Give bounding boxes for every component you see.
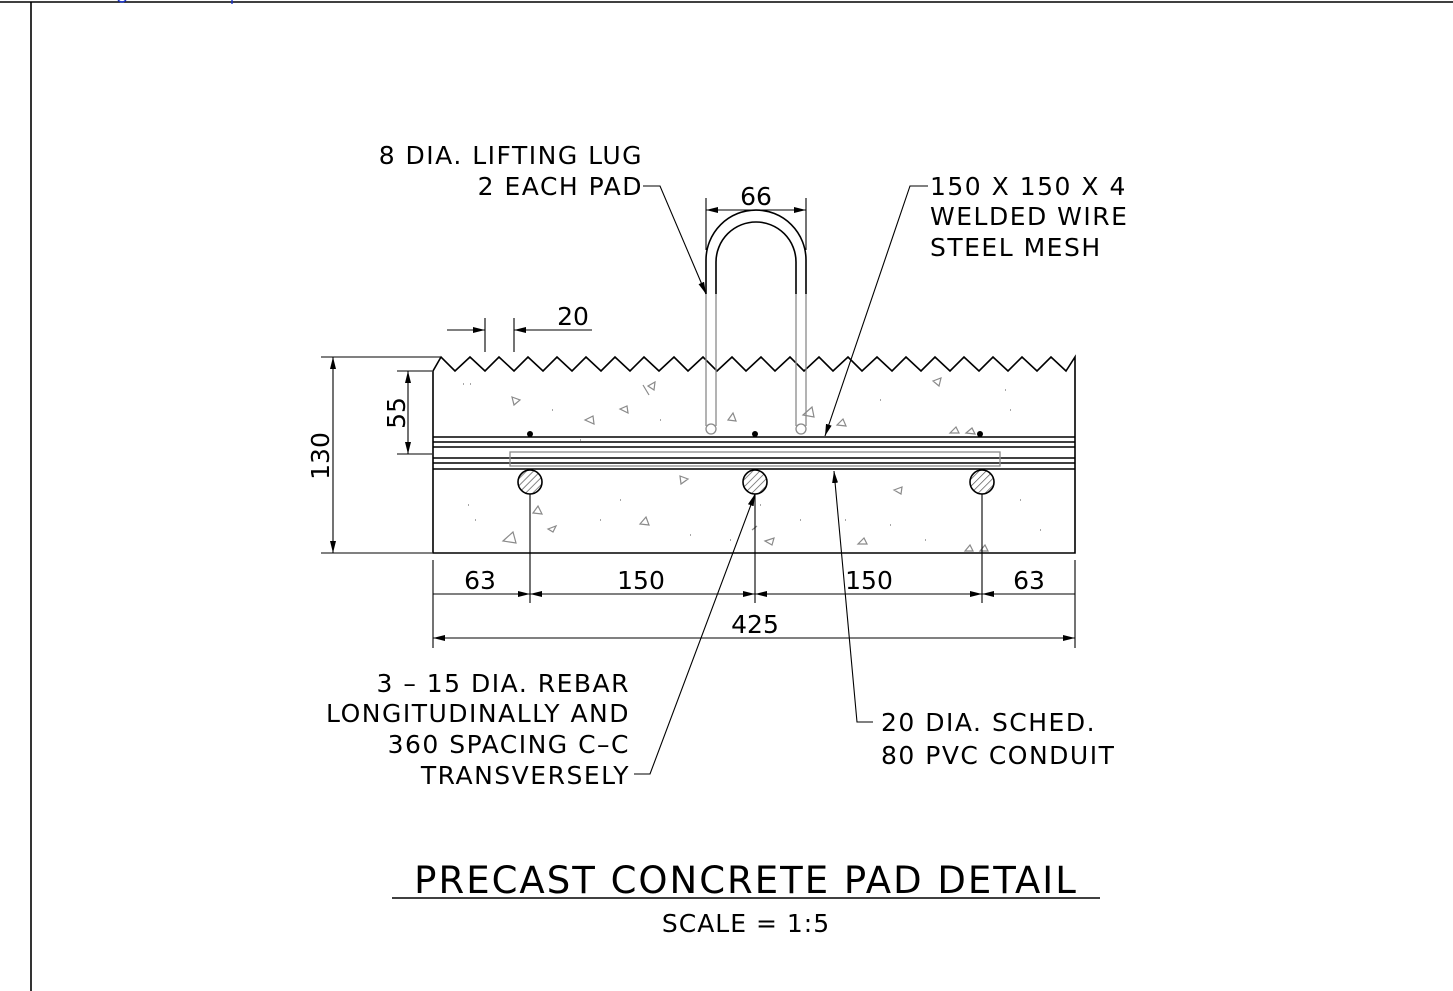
callout-line: 80 PVC CONDUIT [881, 741, 1115, 770]
lifting-lug [705, 209, 807, 435]
dimension-lug-width: 66 [705, 182, 807, 250]
callout-line: STEEL MESH [930, 233, 1102, 262]
callout-line: WELDED WIRE [930, 202, 1128, 231]
dimension-cover-depth: 55 [382, 370, 432, 455]
dimension-value: 425 [731, 610, 779, 639]
callout-lifting-lug: 8 DIA. LIFTING LUG 2 EACH PAD [379, 141, 643, 201]
dimension-value: 66 [740, 182, 772, 211]
callout-line: 20 DIA. SCHED. [881, 708, 1096, 737]
callout-line: LONGITUDINALLY AND [326, 699, 630, 728]
leader-lines [634, 185, 928, 775]
aggregate-pattern [463, 377, 1041, 552]
callout-rebar: 3 – 15 DIA. REBAR LONGITUDINALLY AND 360… [326, 669, 630, 790]
dimension-value: 150 [617, 566, 665, 595]
dimension-value: 63 [464, 566, 496, 595]
rebar-bars [517, 469, 995, 495]
dimension-bar-spacing-chain: 63 150 150 63 [432, 494, 1076, 648]
dimension-overall-width: 425 [433, 610, 1075, 641]
dimension-value: 130 [306, 432, 335, 480]
mesh-wires [527, 431, 983, 437]
concrete-pad-section [432, 209, 1076, 554]
title-block: PRECAST CONCRETE PAD DETAIL SCALE = 1:5 [392, 859, 1100, 938]
drawing-scale: SCALE = 1:5 [662, 909, 830, 938]
drawing-title: PRECAST CONCRETE PAD DETAIL [414, 859, 1078, 902]
callout-line: 3 – 15 DIA. REBAR [376, 669, 630, 698]
dimension-overall-depth: 130 [306, 356, 440, 554]
callout-line: 150 X 150 X 4 [930, 172, 1127, 201]
dimension-serration: 20 [447, 302, 592, 352]
dimension-value: 55 [382, 397, 411, 429]
dimension-value: 20 [557, 302, 589, 331]
callout-conduit: 20 DIA. SCHED. 80 PVC CONDUIT [881, 708, 1115, 770]
callout-mesh: 150 X 150 X 4 WELDED WIRE STEEL MESH [930, 172, 1128, 262]
callout-line: 360 SPACING C–C [388, 730, 630, 759]
dimension-value: 63 [1013, 566, 1045, 595]
callout-line: TRANSVERSELY [420, 761, 630, 790]
callout-line: 2 EACH PAD [478, 172, 643, 201]
dimension-value: 150 [845, 566, 893, 595]
callout-line: 8 DIA. LIFTING LUG [379, 141, 643, 170]
